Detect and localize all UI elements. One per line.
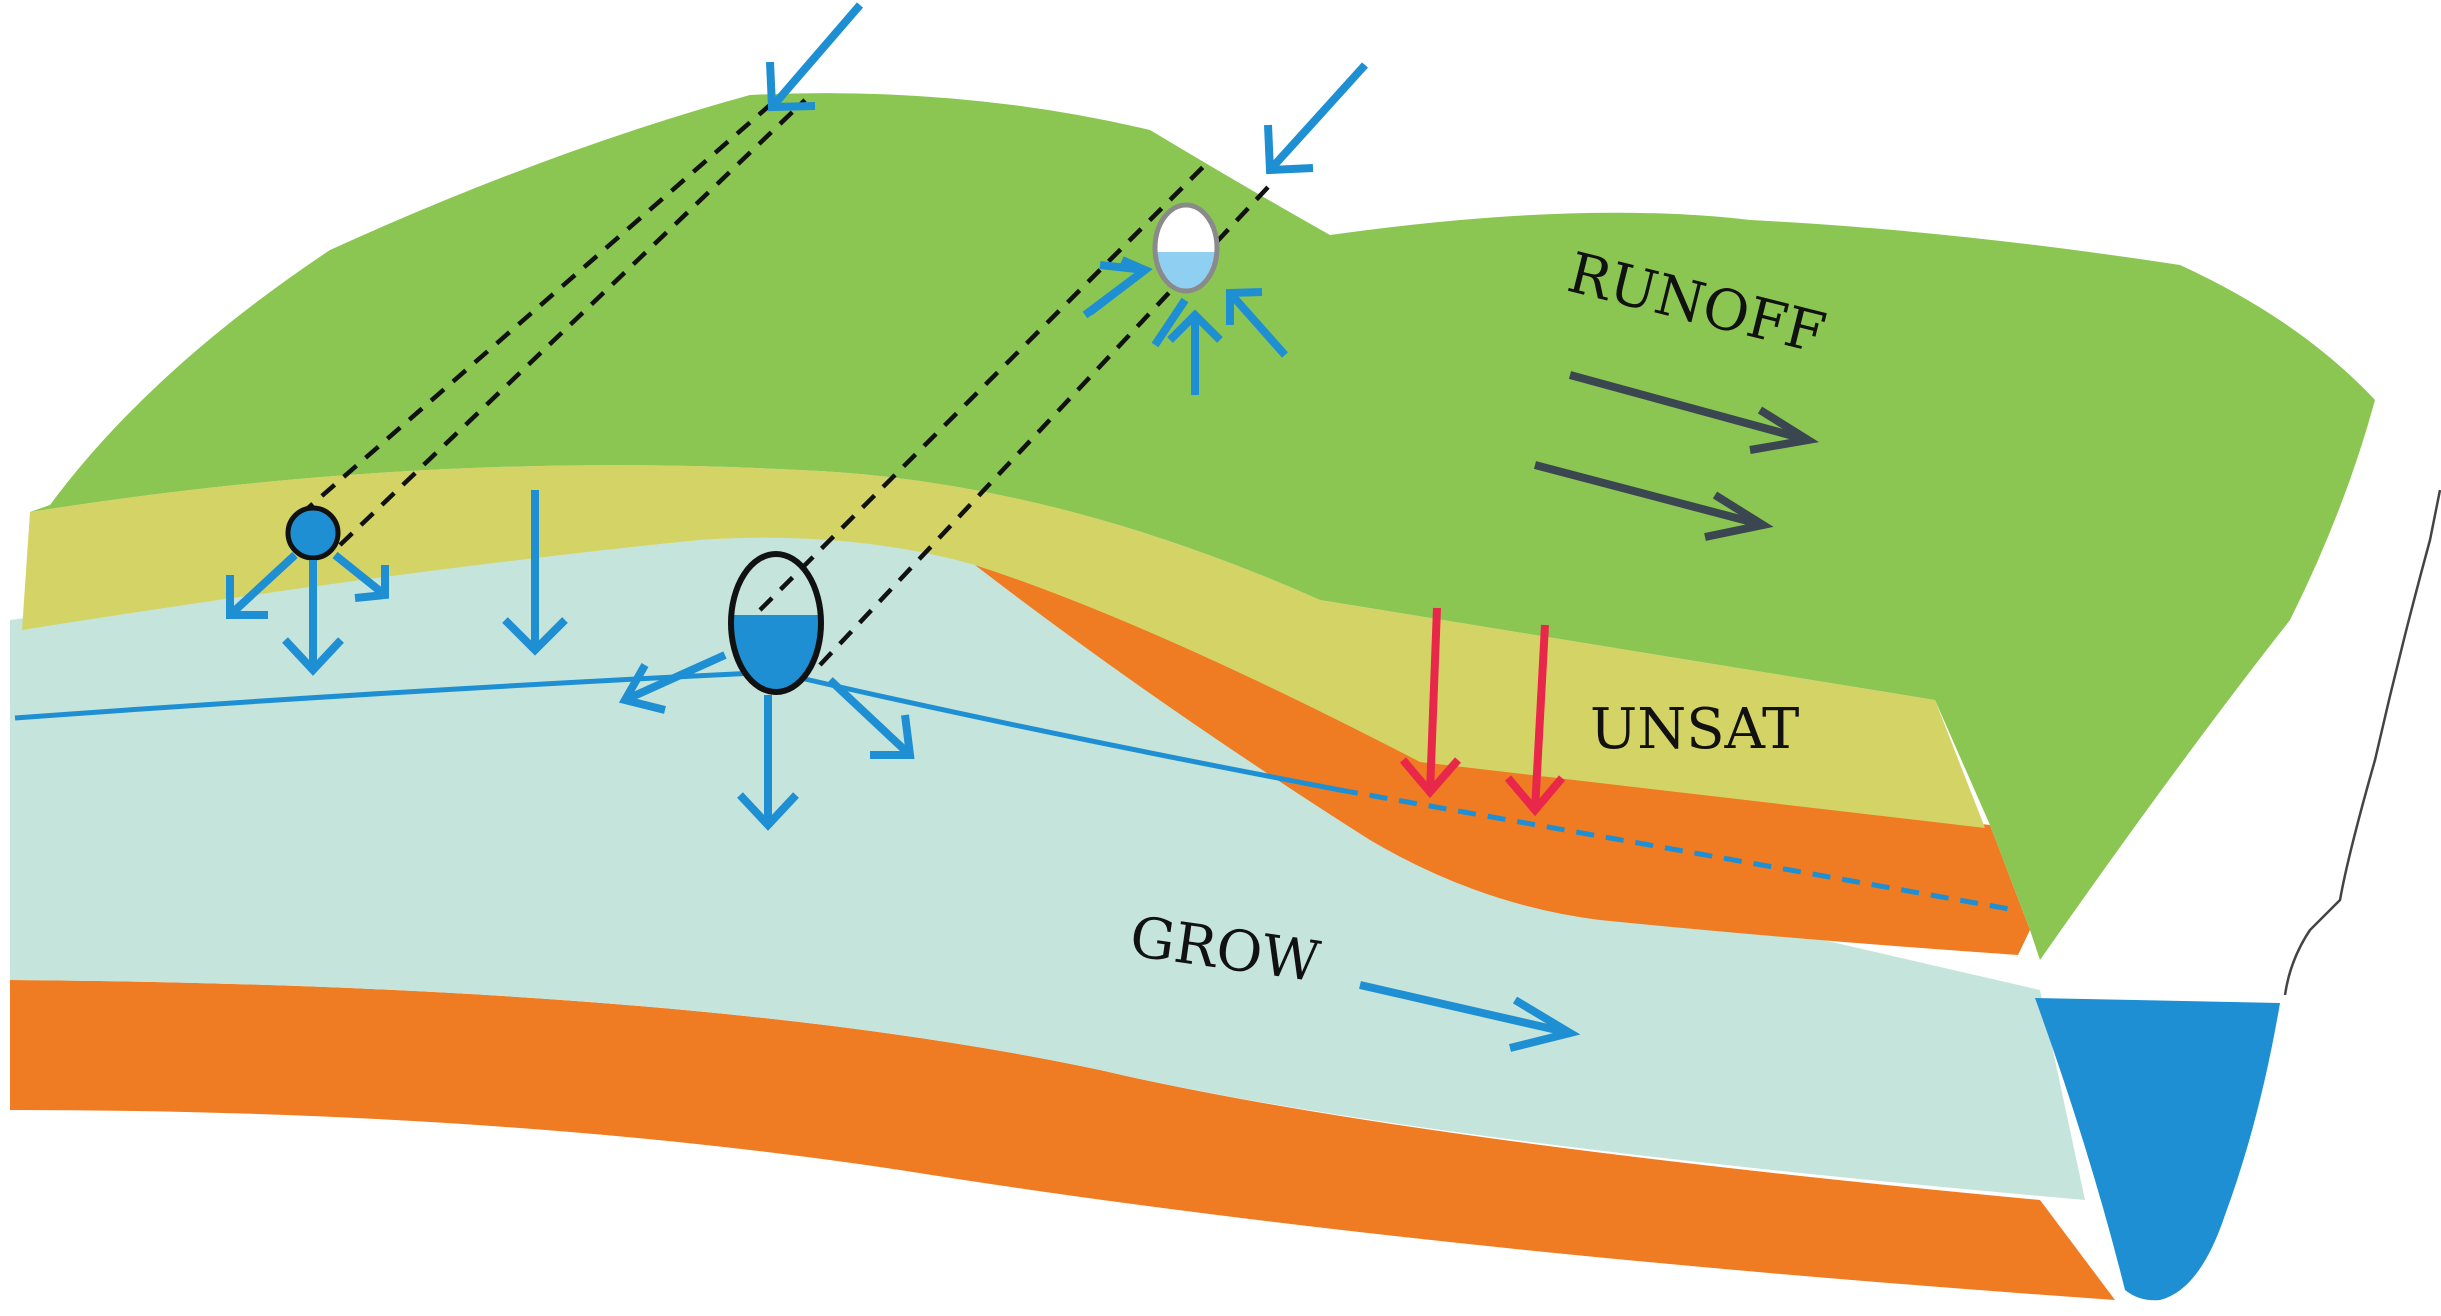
red-down-arrow-icon bbox=[1399, 607, 1462, 799]
blue-arrow-icon bbox=[1151, 297, 1189, 348]
blue-arrow-icon bbox=[1082, 266, 1148, 319]
blue-arrow-icon bbox=[282, 560, 344, 676]
well-large bbox=[728, 551, 824, 695]
blue-arrow-icon bbox=[1226, 288, 1288, 358]
stream-bank-outline bbox=[2283, 489, 2441, 996]
well-small bbox=[285, 505, 341, 561]
recharge-arrows bbox=[1399, 607, 1566, 817]
blue-arrow-icon bbox=[1359, 981, 1581, 1052]
dark-right-arrow-icon bbox=[1533, 461, 1774, 541]
blue-arrow-icon bbox=[766, 2, 864, 112]
upper-confining-layer bbox=[975, 565, 2030, 955]
blue-arrow-icon bbox=[1167, 309, 1223, 395]
blue-arrow-icon bbox=[827, 677, 915, 759]
red-down-arrow-icon bbox=[1504, 624, 1566, 817]
blue-flow-arrows bbox=[226, 2, 1581, 1052]
runoff-arrows bbox=[1533, 371, 1820, 541]
blue-arrow-icon bbox=[618, 651, 727, 714]
blue-arrow-icon bbox=[226, 552, 298, 619]
dark-right-arrow-icon bbox=[1568, 371, 1820, 454]
lower-confining-layer bbox=[10, 980, 2115, 1300]
blue-arrow-icon bbox=[737, 695, 799, 831]
blue-arrow-icon bbox=[502, 490, 568, 656]
stream-water bbox=[2035, 998, 2280, 1301]
unsaturated-zone-layer bbox=[22, 465, 1985, 828]
unsat-label: UNSAT bbox=[1590, 697, 1799, 762]
blue-arrow-icon bbox=[1264, 62, 1368, 175]
water-table-dashed-line bbox=[1339, 787, 2016, 913]
blue-arrow-icon bbox=[332, 551, 389, 602]
land-surface bbox=[30, 93, 2375, 960]
well-bore-lines bbox=[298, 98, 1272, 667]
